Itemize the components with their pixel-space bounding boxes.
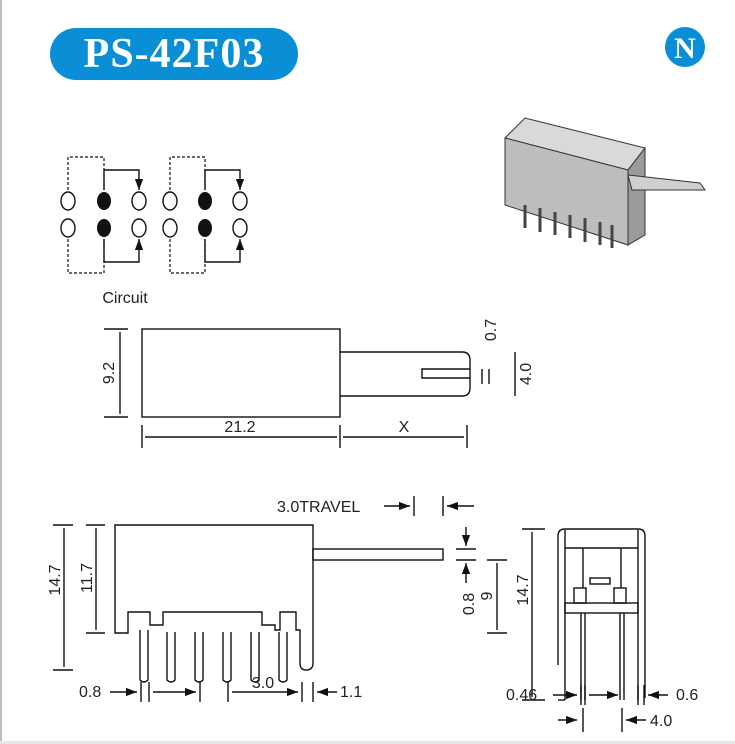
svg-text:0.6: 0.6 [676, 687, 698, 704]
svg-text:X: X [399, 419, 410, 436]
svg-text:14.7: 14.7 [47, 564, 64, 595]
circuit-label: Circuit [102, 290, 148, 307]
brand-logo: N [665, 27, 705, 67]
page-border-bottom [0, 741, 735, 744]
page-border [0, 0, 2, 744]
svg-text:14.7: 14.7 [515, 574, 532, 605]
svg-text:1.1: 1.1 [340, 684, 362, 701]
side-view-drawing: 14.7 11.7 3.0TRAVEL 0.8 9 0.8 3.0 1.1 [47, 496, 507, 702]
svg-text:N: N [674, 32, 696, 65]
svg-text:4.0: 4.0 [518, 363, 535, 385]
svg-text:0.8: 0.8 [79, 684, 101, 701]
svg-text:3.0: 3.0 [252, 675, 274, 692]
svg-text:3.0TRAVEL: 3.0TRAVEL [277, 499, 360, 516]
product-photo [504, 117, 706, 248]
svg-text:4.0: 4.0 [650, 713, 672, 730]
top-view-drawing: 9.2 21.2 X 0.7 4.0 [101, 319, 535, 448]
svg-text:0.8: 0.8 [461, 593, 478, 615]
svg-text:0.7: 0.7 [483, 319, 500, 341]
svg-text:0.46: 0.46 [506, 687, 537, 704]
svg-text:9: 9 [479, 591, 496, 600]
circuit-diagram: Circuit [60, 156, 248, 307]
page-title: PS-42F03 [50, 28, 298, 80]
svg-text:21.2: 21.2 [224, 419, 255, 436]
svg-text:11.7: 11.7 [79, 563, 96, 593]
svg-text:9.2: 9.2 [101, 362, 118, 384]
end-view-drawing: 14.7 0.46 0.6 4.0 [506, 528, 698, 732]
